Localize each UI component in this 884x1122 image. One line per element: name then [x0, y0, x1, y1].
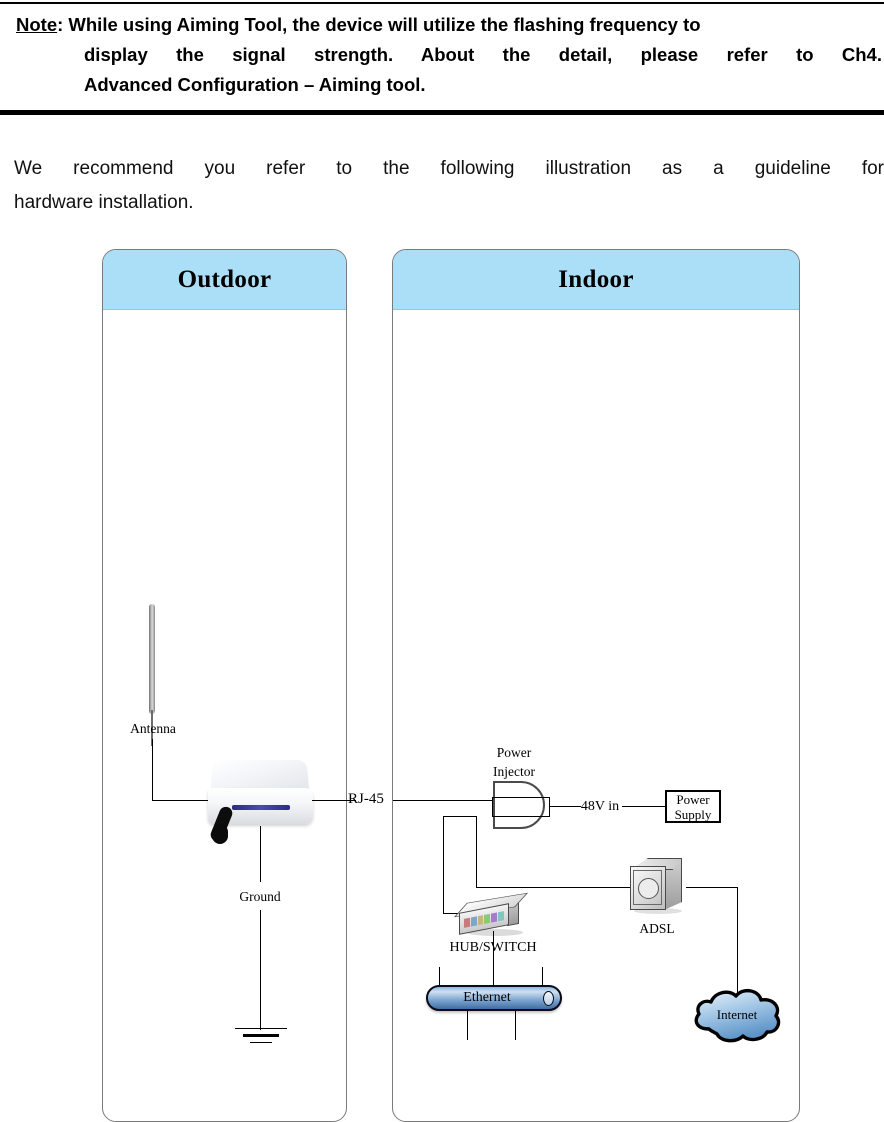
hub-port-3 [477, 915, 484, 926]
power-injector-label-line2: Injector [493, 764, 535, 779]
wire-ethernet-client-1-up [439, 967, 441, 987]
wire-device-to-rj45 [312, 800, 356, 802]
note-line-1: Note: While using Aiming Tool, the devic… [0, 10, 884, 40]
power-supply-label-line1: Power [676, 791, 710, 807]
adsl-dial [638, 878, 659, 899]
ethernet-end-cap [543, 990, 554, 1006]
panel-outdoor-title: Outdoor [177, 265, 272, 293]
panel-outdoor: Outdoor [102, 249, 347, 1122]
ethernet-bus: Ethernet [426, 985, 562, 1011]
installation-diagram: Outdoor Indoor Antenna RJ-45 Ground Powe… [0, 240, 884, 1122]
internet-cloud-icon: Internet [689, 985, 785, 1047]
volts-in-label: 48V in [580, 799, 620, 814]
wire-bus-to-adsl [476, 887, 634, 889]
wire-adsl-to-internet-horizontal [686, 887, 738, 889]
adsl-label: ADSL [639, 921, 675, 936]
note-line-2: display the signal strength. About the d… [84, 44, 882, 65]
wire-ethernet-client-4-down [467, 1010, 469, 1040]
rj45-label: RJ-45 [348, 791, 384, 807]
ground-symbol-bar-3 [250, 1042, 272, 1044]
hub-port-2 [470, 916, 477, 927]
internet-label: Internet [716, 1007, 758, 1022]
intro-line-1: We recommend you refer to the following … [14, 158, 884, 179]
ground-symbol-bar-1 [235, 1028, 287, 1030]
panel-indoor-title: Indoor [558, 265, 634, 293]
wire-antenna-down [152, 739, 154, 801]
wire-ground-down [260, 910, 262, 1030]
adsl-modem-icon [630, 858, 686, 914]
ethernet-label: Ethernet [463, 990, 511, 1005]
intro-line-2: hardware installation. [14, 192, 194, 213]
device-led-strip [232, 805, 290, 810]
power-injector-label-line1: Power [496, 745, 532, 760]
wire-antenna-to-device [152, 800, 210, 802]
note-callout-box: Note: While using Aiming Tool, the devic… [0, 2, 884, 115]
panel-outdoor-header: Outdoor [103, 250, 346, 310]
power-supply-box: Power Supply [665, 790, 721, 823]
ground-symbol-bar-2 [243, 1034, 279, 1037]
wire-injector-to-hub-vertical [443, 816, 445, 914]
ground-label: Ground [239, 889, 281, 904]
device-connector-tip [212, 824, 228, 844]
intro-paragraph: We recommend you refer to the following … [14, 152, 884, 220]
wire-device-to-ground-label [260, 826, 262, 882]
power-supply-label-line2: Supply [674, 806, 712, 822]
power-injector-icon [493, 781, 545, 829]
note-line-3: Advanced Configuration – Aiming tool. [84, 74, 426, 95]
hub-port-6 [498, 911, 504, 922]
wire-injector-to-48v [549, 806, 581, 808]
antenna-stem [151, 710, 153, 746]
wire-ethernet-client-3-up [542, 967, 544, 987]
wire-ethernet-client-5-down [515, 1010, 517, 1040]
wire-injector-tap-left [443, 816, 477, 818]
wire-rj45-to-power-injector [393, 800, 493, 802]
hub-switch-icon [453, 892, 529, 937]
wire-48v-to-power-supply [622, 806, 666, 808]
power-injector-inner-rect [492, 797, 550, 817]
antenna-label: Antenna [130, 721, 176, 736]
wire-hub-to-ethernet [493, 931, 495, 987]
hub-port-1 [464, 917, 470, 928]
outdoor-unit-device-icon [204, 758, 316, 844]
note-line-1-text: : While using Aiming Tool, the device wi… [57, 14, 701, 35]
hub-port-4 [484, 913, 491, 924]
note-label: Note [16, 14, 58, 35]
hub-port-5 [491, 912, 498, 923]
wire-injector-to-adsl-vertical [476, 816, 478, 888]
panel-indoor-header: Indoor [393, 250, 799, 310]
antenna-icon [149, 604, 155, 714]
